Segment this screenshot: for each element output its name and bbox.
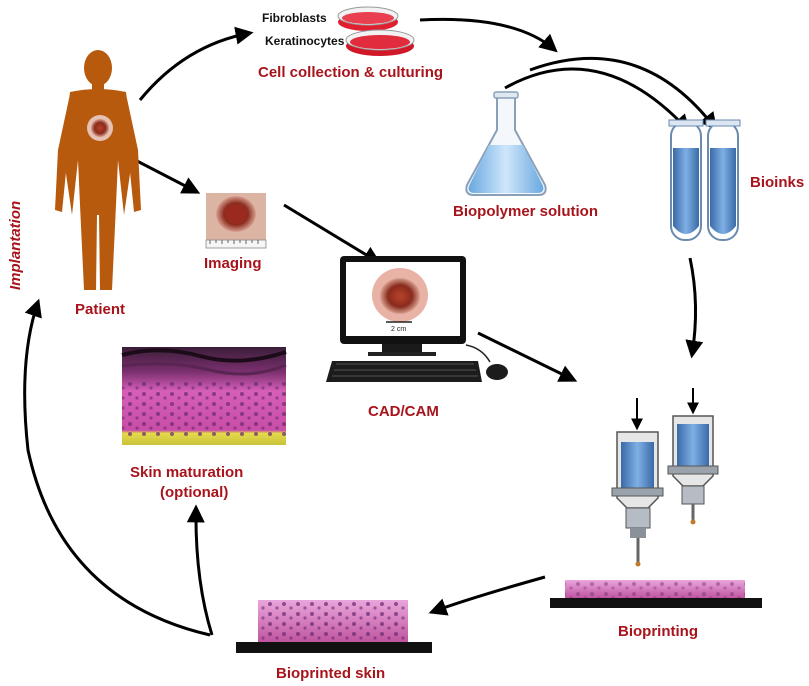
bioprinting-tissue <box>550 580 762 608</box>
biopolymer-label: Biopolymer solution <box>453 203 598 220</box>
flask-icon <box>465 91 547 196</box>
screen-scale-label: 2 cm <box>391 326 406 333</box>
bioink-tube-2 <box>705 119 741 241</box>
cadcam-label: CAD/CAM <box>368 403 439 420</box>
bioprinted-skin-tissue <box>236 600 432 653</box>
arrow-skin-to-maturation <box>186 504 214 636</box>
arrow-bioinks-to-bioprinting <box>685 257 704 359</box>
bioprinter-nozzle-right <box>667 388 719 525</box>
implantation-label: Implantation <box>7 201 24 290</box>
arrow-patient-to-culture <box>138 26 254 101</box>
bioprinter-nozzle-left <box>611 398 664 567</box>
arrow-culture-to-biopolymer <box>419 17 558 53</box>
imaging-photo <box>205 193 267 249</box>
patient-label: Patient <box>75 301 125 318</box>
fibroblasts-label: Fibroblasts <box>262 11 327 25</box>
arrow-cadcam-to-bioprinting <box>477 331 578 382</box>
imaging-label: Imaging <box>204 255 262 272</box>
skin-maturation-label-line2: (optional) <box>160 484 228 501</box>
arrow-implantation <box>23 298 211 637</box>
patient-figure <box>55 50 141 290</box>
petri-dish-keratinocytes <box>345 29 415 56</box>
keratinocytes-label: Keratinocytes <box>265 34 345 48</box>
arrow-bioprinting-to-skin <box>428 575 546 616</box>
computer-monitor: 2 cm <box>340 256 466 356</box>
bioinks-label: Bioinks <box>750 174 804 191</box>
skin-maturation-image <box>121 347 287 445</box>
arrow-biopolymer-to-tube2 <box>529 56 718 131</box>
arrow-imaging-to-cadcam <box>283 203 382 264</box>
petri-dish-fibroblasts <box>337 6 399 31</box>
arrow-biopolymer-to-tube1 <box>504 67 691 133</box>
skin-maturation-label-line1: Skin maturation <box>130 464 243 481</box>
computer-mouse <box>465 344 508 380</box>
bioprinting-label: Bioprinting <box>618 623 698 640</box>
computer-keyboard <box>326 361 482 382</box>
bioprinted-skin-label: Bioprinted skin <box>276 665 385 682</box>
bioink-tube-1 <box>668 119 704 241</box>
cell-collection-label: Cell collection & culturing <box>258 64 443 81</box>
patient-wound-icon <box>87 115 113 141</box>
